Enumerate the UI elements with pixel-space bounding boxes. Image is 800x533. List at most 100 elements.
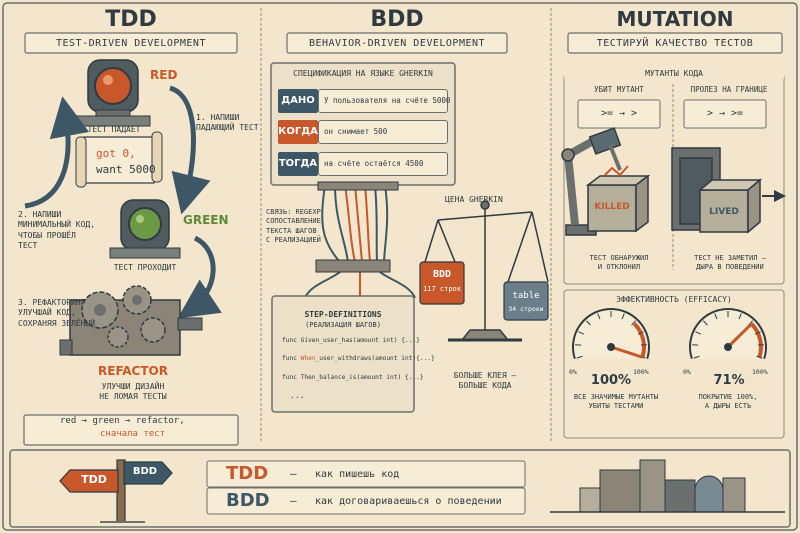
arrow-green-to-refactor	[177, 235, 222, 319]
signpost-icon	[59, 459, 173, 523]
killed-title: УБИТ МУТАНТ	[594, 85, 644, 94]
lived-code-box	[683, 99, 767, 129]
killed-code-box	[577, 99, 661, 129]
stepdef-func-3: func Then_balance_is(amount int) {...}	[282, 374, 424, 381]
mutation-subtitle: ТЕСТИРУЙ КАЧЕСТВО ТЕСТОВ	[596, 38, 754, 49]
stepdef-title: STEP-DEFINITIONS	[304, 310, 382, 319]
scale-right-sub: 34 строки	[508, 305, 544, 313]
gauge-1-min: 0%	[569, 368, 577, 376]
given-text: У пользователя на счёте 5000	[324, 96, 451, 105]
scroll-icon	[75, 131, 163, 188]
tdd-subtitle-box	[24, 32, 238, 54]
lived-desc: ТЕСТ НЕ ЗАМЕТИЛ — ДЫРА В ПОВЕДЕНИИ	[694, 254, 766, 272]
price-title: ЦЕНА GHERKIN	[445, 195, 503, 204]
bdd-subtitle-box	[286, 32, 508, 54]
cycle-line-1: red → green → refactor,	[60, 416, 185, 426]
stepdef-subtitle: (РЕАЛИЗАЦИЯ ШАГОВ)	[305, 321, 381, 329]
test-fails-text: ТЕСТ ПАДАЕТ	[87, 125, 141, 134]
scale-left-weight	[419, 261, 465, 305]
spec-title: СПЕЦИФИКАЦИЯ НА ЯЗЫКЕ GHERKIN	[293, 69, 433, 78]
gauge-needle	[609, 345, 643, 359]
mutants-title: МУТАНТЫ КОДА	[564, 69, 784, 79]
gauge-2-min: 0%	[683, 368, 691, 376]
footer-row1-dash: —	[290, 467, 297, 480]
stepdef-card	[271, 295, 415, 413]
killed-desc: ТЕСТ ОБНАРУЖИЛ И ОТКЛОНИЛ	[589, 254, 649, 272]
gauge-needle	[726, 323, 753, 349]
gauge-1-desc: ВСЕ ЗНАЧИМЫЕ МУТАНТЫ УБИТЫ ТЕСТАМИ	[573, 393, 659, 411]
footer-row1-text: как пишешь код	[315, 469, 400, 480]
bdd-subtitle: BEHAVIOR-DRIVEN DEVELOPMENT	[308, 38, 486, 49]
connector-top	[317, 181, 399, 191]
footer-row2-text: как договариваешься о поведении	[315, 496, 502, 507]
scroll-line-1: got 0,	[96, 147, 136, 160]
efficacy-title: ЭФФЕКТИВНОСТЬ (EFFICACY)	[616, 295, 732, 304]
hammer-robot-icon	[561, 127, 622, 236]
sign-tdd: TDD	[81, 473, 107, 486]
footer-row1-keyword: TDD	[226, 463, 269, 484]
gauge-2-value: 71%	[713, 373, 745, 388]
lived-code: > → >=	[706, 108, 744, 119]
footer-frame	[9, 449, 791, 528]
when-text: он снимает 500	[324, 127, 388, 136]
gauge-1-value: 100%	[590, 373, 632, 388]
when-keyword: КОГДА	[278, 120, 318, 144]
footer-row2-keyword: BDD	[226, 490, 270, 511]
link-text: СВЯЗЬ: REGEXP СОПОСТАВЛЕНИЕ ТЕКСТА ШАГОВ…	[266, 208, 321, 245]
mutation-subtitle-box	[567, 32, 783, 54]
then-text: на счёте остаётся 4500	[324, 159, 424, 168]
killed-crate-icon	[585, 165, 651, 233]
step-3-text: 3. РЕФАКТОРИНГ УЛУЧШАЙ КОД, СОХРАНЯЯ ЗЕЛ…	[18, 298, 96, 328]
gears-icon	[59, 285, 203, 356]
gauge-2-max: 100%	[752, 368, 768, 376]
lived-crate-icon	[671, 147, 786, 234]
tdd-title: TDD	[105, 7, 157, 32]
more-glue-text: БОЛЬШЕ КЛЕЯ — БОЛЬШЕ КОДА	[453, 371, 517, 391]
gauge-2	[689, 308, 767, 360]
sign-bdd: BDD	[132, 466, 158, 477]
red-light-icon	[75, 59, 151, 127]
bdd-title: BDD	[370, 7, 424, 32]
then-keyword: ТОГДА	[278, 152, 318, 176]
given-keyword: ДАНО	[278, 89, 318, 113]
step-2-text: 2. НАПИШИ МИНИМАЛЬНЫЙ КОД, ЧТОБЫ ПРОШЁЛ …	[18, 210, 96, 251]
killed-box-label: KILLED	[594, 202, 630, 212]
red-label: RED	[150, 68, 178, 82]
connector-middle	[315, 259, 391, 273]
scroll-line-2: want 5000	[96, 163, 156, 176]
arrow-red-to-green	[169, 85, 211, 215]
efficacy-panel	[563, 289, 785, 439]
test-passes-text: ТЕСТ ПРОХОДИТ	[113, 263, 177, 272]
scale-right-weight	[503, 281, 549, 321]
gauge-1	[572, 308, 650, 360]
footer-row2-box	[206, 487, 526, 515]
step-1-text: 1. НАПИШИ ПАДАЮЩИЙ ТЕСТ	[196, 113, 259, 133]
scale-icon	[424, 200, 549, 342]
gauge-1-max: 100%	[633, 368, 649, 376]
cycle-box	[23, 414, 239, 446]
footer-row2-dash: —	[290, 494, 297, 507]
scale-left-sub: 117 строк	[423, 285, 461, 293]
cycle-line-2: сначала тест	[100, 429, 166, 439]
green-label: GREEN	[183, 213, 229, 227]
refactor-desc: УЛУЧШИ ДИЗАЙН НЕ ЛОМАЯ ТЕСТЫ	[99, 382, 167, 402]
scale-right-label: table	[512, 291, 540, 301]
city-icon	[550, 459, 785, 513]
stepdef-ellipsis: ...	[290, 391, 305, 400]
tdd-subtitle: TEST-DRIVEN DEVELOPMENT	[56, 38, 206, 49]
lived-title: ПРОЛЕЗ НА ГРАНИЦЕ	[690, 85, 768, 94]
lived-box-label: LIVED	[709, 207, 739, 217]
refactor-label: REFACTOR	[98, 364, 168, 378]
arrow-refactor-to-red	[24, 96, 90, 209]
gauge-2-desc: ПОКРЫТИЕ 100%, А ДЫРЫ ЕСТЬ	[698, 393, 758, 411]
killed-code: >= → >	[600, 108, 638, 119]
stepdef-func-2: func When_user_withdraws(amount int){...…	[282, 355, 435, 362]
wires	[304, 184, 416, 299]
mutation-title: MUTATION	[616, 7, 734, 31]
green-light-icon	[109, 199, 181, 259]
stepdef-func-1: func Given_user_has(amount int) {...}	[282, 337, 420, 344]
footer-row1-box	[206, 460, 526, 488]
scale-left-label: BDD	[432, 269, 452, 280]
